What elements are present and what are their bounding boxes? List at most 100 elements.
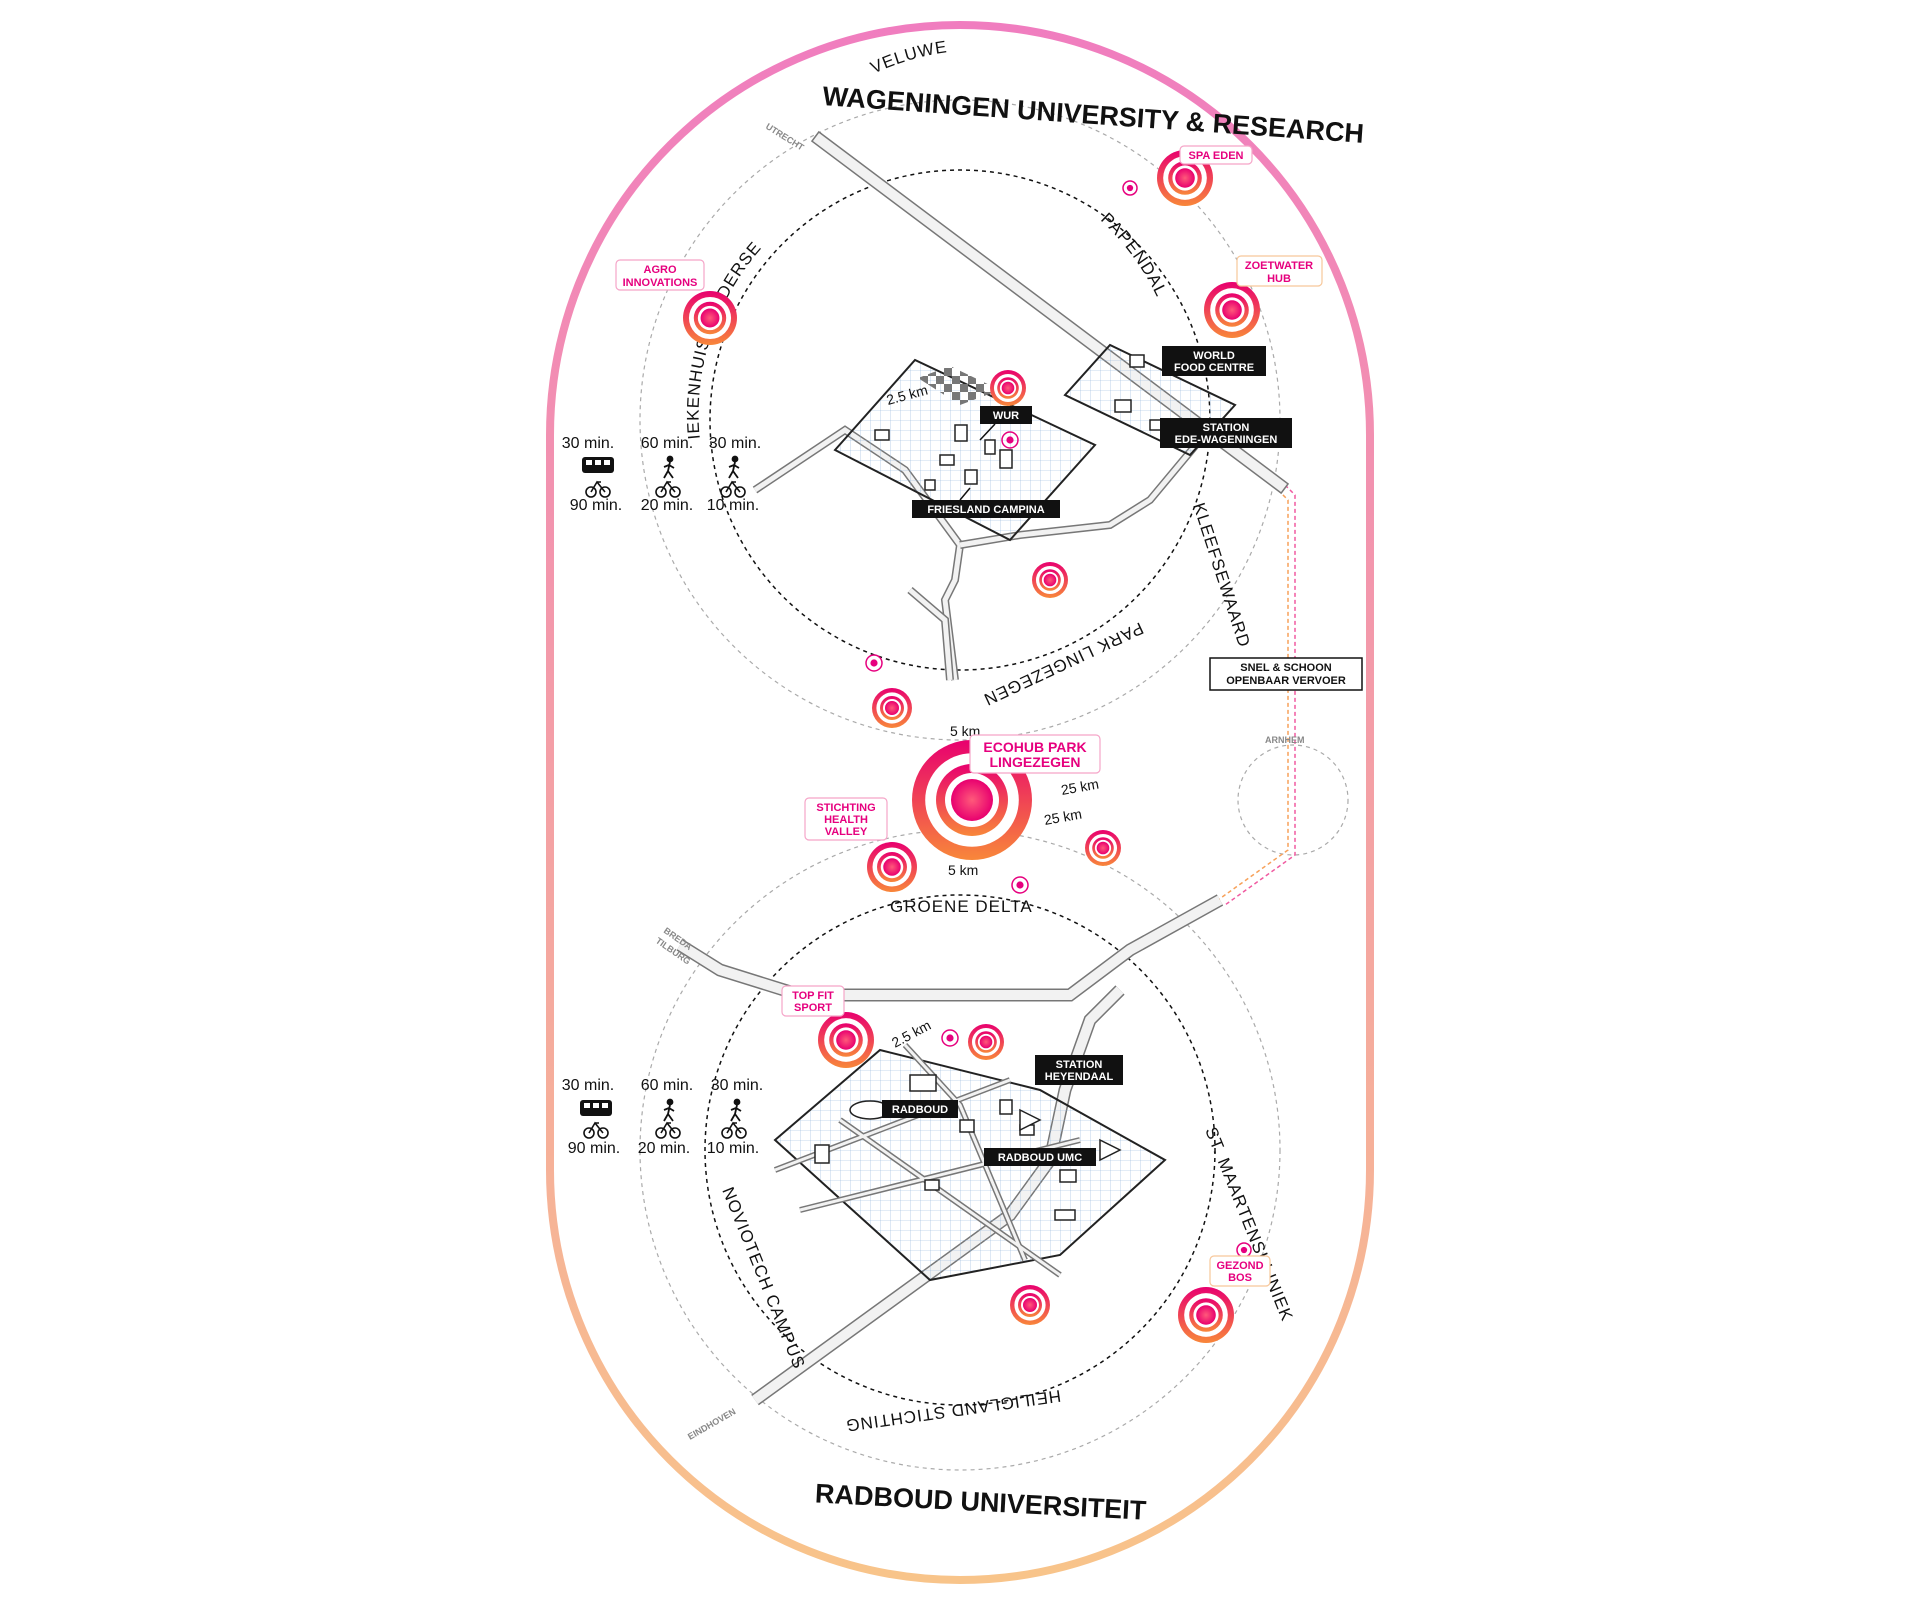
hotspot-ring [1001,381,1015,395]
svg-text:VALLEY: VALLEY [825,826,868,838]
hotspot-target-icon [1204,282,1260,338]
svg-text:30 min.: 30 min. [562,1077,614,1094]
outer-frame [546,21,1374,1584]
svg-text:RADBOUD: RADBOUD [892,1104,948,1116]
hotspot-target-icon [1001,431,1019,449]
tag-gezond-bos: GEZOND BOS [1209,1255,1271,1287]
hotspot-ring [883,858,901,876]
tag-world-food-centre: WORLD FOOD CENTRE [1162,346,1266,376]
hotspot-ring [979,1035,993,1049]
ring-label-noviotech: NOVIOTECH CAMPUS [718,1184,808,1371]
svg-text:60 min.: 60 min. [641,435,693,452]
ring-label-heiligland: HEILIGLAND STICHTING [844,1386,1062,1435]
tag-station-heyendaal: STATION HEYENDAAL [1035,1055,1123,1085]
hotspot-target-icon [1085,830,1121,866]
ring-label-park-lingezegen: PARK LINGEZEGEN [980,618,1146,709]
hotspot-ring [946,1034,954,1042]
road-label-eindhoven: EINDHOVEN [686,1406,737,1441]
tag-zoetwater-hub: ZOETWATER HUB [1236,255,1323,287]
bus-icon [582,457,614,473]
svg-text:ECOHUB PARK: ECOHUB PARK [983,739,1086,755]
tag-ecohub-park: ECOHUB PARK LINGEZEGEN [969,734,1101,774]
svg-text:90 min.: 90 min. [570,497,622,514]
svg-text:ZOETWATER: ZOETWATER [1245,260,1313,272]
hotspot-targets [683,150,1260,1343]
svg-text:20 min.: 20 min. [638,1140,690,1157]
hotspot-ring [1126,184,1134,192]
hotspot-target-icon [1178,1287,1234,1343]
hotspot-ring [1175,168,1195,188]
hotspot-target-icon [1032,562,1068,598]
svg-text:SNEL & SCHOON: SNEL & SCHOON [1240,662,1332,674]
hotspot-target-icon [867,842,917,892]
svg-text:WORLD: WORLD [1193,350,1235,362]
hotspot-ring [870,659,878,667]
svg-text:HEALTH: HEALTH [824,814,868,826]
bicycle-icon [655,480,681,498]
svg-text:STATION: STATION [1203,422,1250,434]
bicycle-icon [721,1121,747,1139]
svg-text:20 min.: 20 min. [641,497,693,514]
ring-label-groene-delta: GROENE DELTA [890,897,1033,916]
svg-text:10 min.: 10 min. [707,497,759,514]
hotspot-target-icon [990,370,1026,406]
road-label-utrecht: UTRECHT [764,121,806,153]
hotspot-ring [941,1029,959,1047]
bicycle-icon [720,480,746,498]
title-wageningen: WAGENINGEN UNIVERSITY & RESEARCH [822,81,1365,149]
hotspot-target-icon [872,688,912,728]
inner-circle-bottom [704,894,1216,1406]
svg-text:FOOD CENTRE: FOOD CENTRE [1174,362,1254,374]
hotspot-target-icon [818,1012,874,1068]
title-radboud: RADBOUD UNIVERSITEIT [814,1478,1147,1525]
svg-text:FRIESLAND CAMPINA: FRIESLAND CAMPINA [927,504,1044,516]
tag-friesland-campina: FRIESLAND CAMPINA [912,487,1060,518]
hotspot-ring [1196,1305,1216,1325]
hotspot-ring [1043,573,1057,587]
svg-text:SPA EDEN: SPA EDEN [1188,150,1243,162]
place-label-arnhem: ARNHEM [1265,735,1305,745]
svg-text:INNOVATIONS: INNOVATIONS [623,277,698,289]
svg-text:EDE-WAGENINGEN: EDE-WAGENINGEN [1175,434,1278,446]
ring-label-papendal: PAPENDAL [1097,209,1171,300]
svg-text:30 min.: 30 min. [709,435,761,452]
hotspot-ring [865,654,883,672]
walker-icon [730,1098,742,1122]
svg-text:30 min.: 30 min. [711,1077,763,1094]
hotspot-ring [951,779,993,821]
svg-text:LINGEZEGEN: LINGEZEGEN [989,754,1080,770]
hotspot-ring [1001,431,1019,449]
hotspot-ring [1240,1246,1248,1254]
tag-top-fit-sport: TOP FIT SPORT [781,985,845,1017]
svg-text:HUB: HUB [1267,273,1291,285]
tag-agro-innovations: AGRO INNOVATIONS [615,259,705,291]
svg-text:HEYENDAAL: HEYENDAAL [1045,1071,1114,1083]
tag-snel-schoon-ov: SNEL & SCHOON OPENBAAR VERVOER [1209,657,1363,691]
hotspot-ring [1023,1298,1037,1312]
hotspot-target-icon [1122,180,1138,196]
hotspot-target-icon [1011,876,1029,894]
svg-text:RADBOUD UMC: RADBOUD UMC [998,1152,1082,1164]
tag-spa-eden: SPA EDEN [1179,145,1253,165]
hotspot-target-icon [683,291,737,345]
distance-25km-a: 25 km [1060,776,1100,798]
walker-icon [663,1098,675,1122]
bus-icon [580,1100,612,1116]
hotspot-ring [1222,300,1242,320]
hotspot-ring [836,1030,856,1050]
bottom-buildings [814,1074,1122,1221]
svg-text:60 min.: 60 min. [641,1077,693,1094]
distance-2-5km-bottom: 2.5 km [889,1017,934,1051]
hotspot-ring [1011,876,1029,894]
hotspot-ring [1122,180,1138,196]
svg-text:BOS: BOS [1228,1272,1252,1284]
svg-text:SPORT: SPORT [794,1002,832,1014]
svg-text:WUR: WUR [993,410,1019,422]
hotspot-target-icon [912,740,1032,860]
bicycle-icon [585,480,611,498]
walker-icon [663,455,675,479]
ring-label-ziekenhuis: ZIEKENHUIS GELDERSE VALLEI [0,0,765,440]
svg-text:90 min.: 90 min. [568,1140,620,1157]
